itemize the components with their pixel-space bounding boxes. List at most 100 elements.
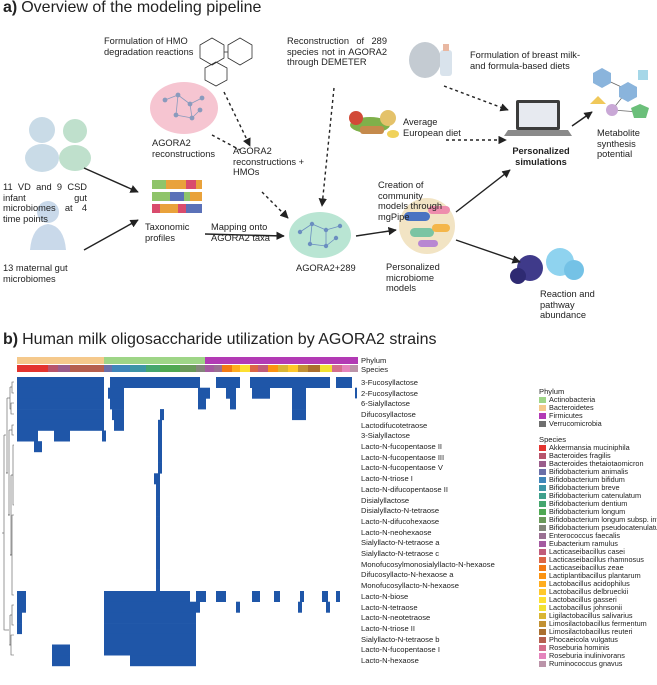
heatmap-cell [17, 612, 22, 624]
legend-swatch [539, 397, 546, 403]
heatmap-cell [158, 430, 162, 442]
legend-swatch [539, 453, 546, 459]
heatmap-row-label: 6-Sialyllactose [361, 399, 410, 409]
legend-label: Firmicutes [549, 411, 583, 420]
heatmap-row-label: Monofucosyllacto-N-hexaose [361, 581, 459, 591]
heatmap-cell [17, 377, 104, 388]
heatmap-row-label: Lacto-N-fucopentaose III [361, 452, 445, 462]
heatmap-row-label: 2-Fucosyllactose [361, 388, 418, 398]
species-bar-segment [332, 365, 342, 372]
label-mapping: Mapping onto AGORA2 taxa [211, 222, 270, 243]
heatmap-cell [17, 409, 104, 421]
legend-label: Lacticaseibacillus casei [549, 547, 625, 556]
heatmap-cell [17, 430, 38, 442]
heatmap-cell [292, 387, 306, 399]
legend-swatch [539, 501, 546, 507]
heatmap-cell [216, 591, 226, 602]
species-annotation-label: Species [361, 365, 389, 374]
heatmap-row-label: Disialyllacto-N-tetraose [361, 506, 440, 516]
hmo-molecule-icon [199, 37, 253, 87]
row-marker [355, 387, 357, 399]
label-reaction-abundance: Reaction and pathway abundance [540, 289, 595, 321]
heatmap-cell [196, 591, 206, 602]
legend-label: Enterococcus faecalis [549, 531, 620, 540]
panel-a-title: a)Overview of the modeling pipeline [3, 0, 262, 16]
legend-label: Bacteroides fragilis [549, 451, 611, 460]
label-maternal-microbiomes: 13 maternal gut microbiomes [3, 263, 68, 284]
legend-label: Lactobacillus gasseri [549, 595, 617, 604]
phylum-legend-title: Phylum [539, 387, 565, 396]
legend-swatch [539, 493, 546, 499]
species-legend-title: Species [539, 435, 567, 444]
legend-label: Bifidobacterium bifidum [549, 475, 625, 484]
heatmap-cell [54, 430, 70, 442]
legend-swatch [539, 477, 546, 483]
food-icon [349, 110, 399, 138]
label-reconstruction-289: Reconstruction of 289 species not in AGO… [287, 36, 387, 68]
label-european-diet: Average European diet [403, 117, 461, 138]
heatmap-cell [158, 462, 162, 474]
legend-swatch [539, 597, 546, 603]
heatmap-cell [250, 377, 330, 388]
heatmap-row-label: Sialyllacto-N-tetraose c [361, 549, 440, 558]
legend-swatch [539, 629, 546, 635]
species-bar-segment [298, 365, 308, 372]
legend-swatch [539, 413, 546, 419]
species-bar-segment [232, 365, 240, 372]
reaction-proteins-icon [510, 248, 584, 284]
legend-label: Ruminococcus gnavus [549, 659, 623, 668]
heatmap-row-label: Lacto-N-neotetraose [361, 613, 431, 623]
legend-swatch [539, 461, 546, 467]
microbiome-models-icon [399, 198, 455, 254]
heatmap-cell [104, 633, 196, 645]
legend-swatch [539, 405, 546, 411]
legend-label: Bacteroidetes [549, 403, 594, 412]
legend-swatch [539, 469, 546, 475]
legend-swatch [539, 589, 546, 595]
species-bar-segment [320, 365, 332, 372]
species-bar-segment [288, 365, 298, 372]
legend-swatch [539, 549, 546, 555]
phylum-bar-segment [104, 357, 205, 364]
species-bar-segment [17, 365, 48, 372]
legend-label: Eubacterium ramulus [549, 539, 618, 548]
heatmap-cell [156, 484, 160, 495]
legend-label: Roseburia inulinivorans [549, 651, 625, 660]
label-diet-formulation: Formulation of breast milk- and formula-… [470, 50, 581, 71]
heatmap-cell [198, 387, 210, 399]
legend-label: Limosilactobacillus reuteri [549, 627, 633, 636]
heatmap-row-label: Sialyllacto-N-tetraose b [361, 634, 440, 644]
heatmap-cell [326, 601, 330, 613]
heatmap-cell [292, 398, 306, 410]
heatmap-cell [102, 430, 106, 442]
heatmap-cell [17, 398, 104, 410]
row-dendrogram [2, 381, 14, 656]
heatmap-cell [336, 377, 352, 388]
laptop-icon [504, 100, 572, 136]
heatmap-cell [110, 377, 200, 388]
heatmap-cell [156, 516, 160, 528]
heatmap-cell [216, 377, 240, 388]
maternal-icon [30, 201, 66, 250]
heatmap-row-label: 3-Fucosyllactose [361, 377, 418, 387]
legend-swatch [539, 421, 546, 427]
metabolite-icon [590, 68, 649, 118]
agora2-network-icon [150, 82, 218, 134]
legend-label: Lactobacillus johnsonii [549, 603, 623, 612]
legend-swatch [539, 581, 546, 587]
species-bar-segment [308, 365, 320, 372]
heatmap-row-label: Lacto-N-triose II [361, 623, 416, 633]
heatmap-row-label: Lacto-N-triose I [361, 474, 413, 484]
label-taxonomic-profiles: Taxonomic profiles [145, 222, 190, 243]
heatmap-cell [114, 419, 124, 431]
legend-swatch [539, 509, 546, 515]
heatmap-cell [108, 387, 124, 399]
species-bar-segment [342, 365, 350, 372]
heatmap-row-label: Monofucosylmonosialyllacto-N-hexaose [361, 559, 495, 569]
label-personalized-simulations: Personalized simulations [512, 146, 570, 167]
heatmap-row-label: Lacto-N-hexaose [361, 656, 419, 665]
heatmap-cell [226, 387, 236, 399]
heatmap-cell [292, 409, 306, 421]
species-bar-segment [48, 365, 58, 372]
heatmap-row-label: Disialyllactose [361, 495, 410, 505]
